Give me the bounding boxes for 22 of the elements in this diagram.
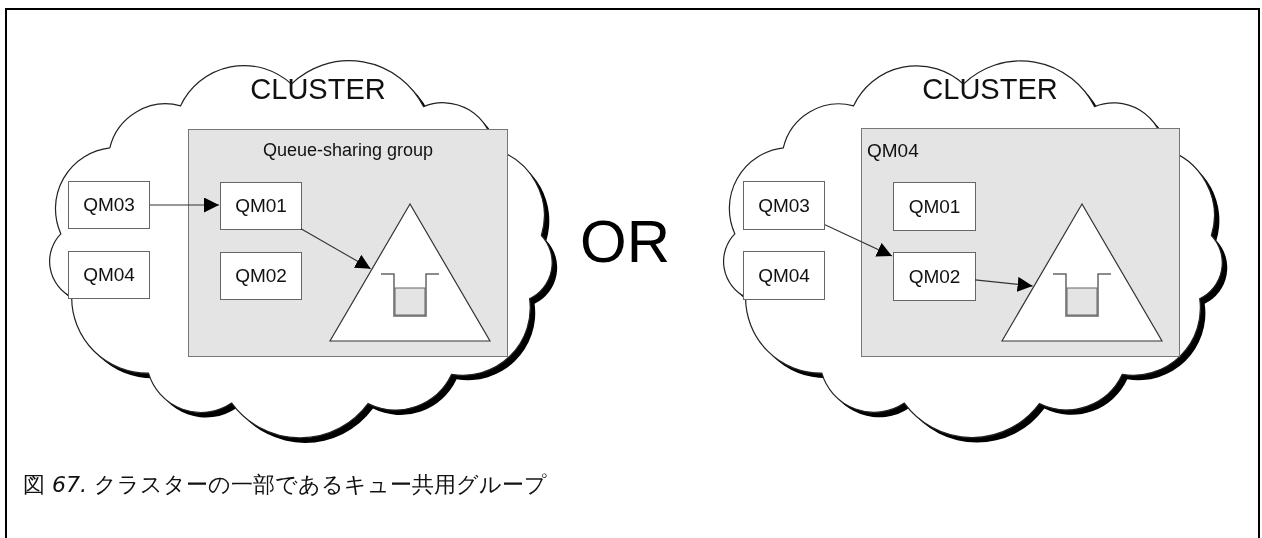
queue-manager-box: QM02 (220, 252, 302, 300)
queue-manager-box: QM04 (68, 251, 150, 299)
group-box (861, 128, 1180, 357)
shared-queue-icon (329, 203, 491, 342)
or-label: OR (580, 212, 670, 272)
queue-manager-box: QM01 (220, 182, 302, 230)
queue-manager-box: QM03 (68, 181, 150, 229)
group-title: Queue-sharing group (262, 140, 434, 162)
arrow (824, 224, 893, 257)
group-title: QM04 (867, 139, 919, 162)
queue-manager-box: QM02 (893, 252, 976, 301)
arrow (974, 276, 1034, 292)
arrow (300, 228, 372, 270)
shared-queue-icon (1001, 203, 1163, 342)
group-box (188, 129, 508, 357)
figure-caption: 図 67. クラスターの一部であるキュー共用グループ (23, 471, 547, 499)
arrow (149, 197, 220, 213)
cluster-label: CLUSTER (922, 72, 1058, 106)
queue-manager-box: QM01 (893, 182, 976, 231)
queue-manager-box: QM04 (743, 251, 825, 300)
queue-manager-box: QM03 (743, 181, 825, 230)
cluster-label: CLUSTER (250, 72, 386, 106)
